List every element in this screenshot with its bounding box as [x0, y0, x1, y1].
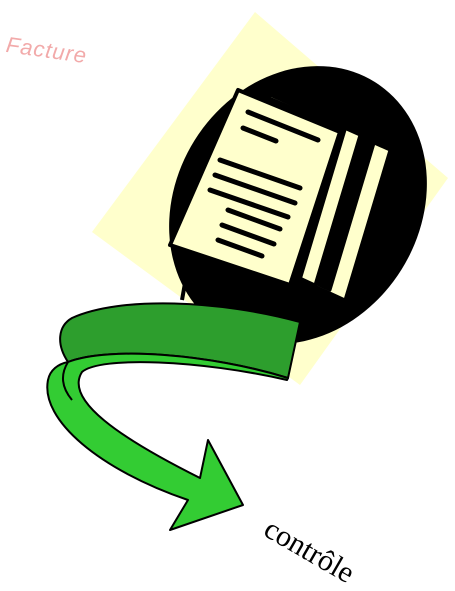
curved-arrow-icon — [47, 303, 300, 530]
